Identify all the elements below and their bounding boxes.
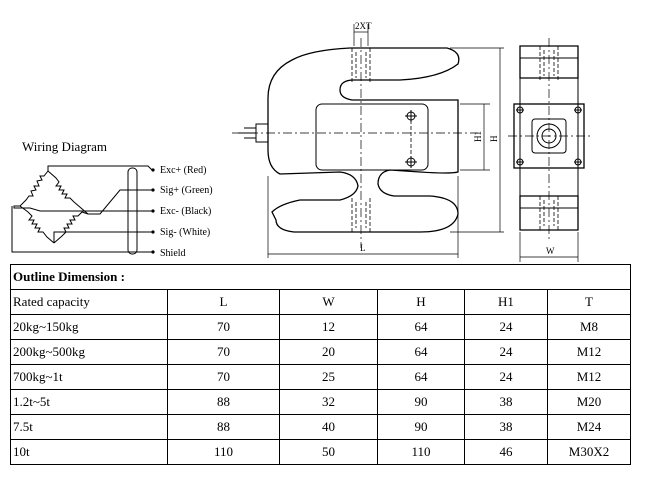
cell-w: 40: [279, 414, 378, 440]
wiring-diagram-title: Wiring Diagram: [22, 139, 107, 154]
bridge-resistor-bottom-right: [53, 211, 89, 244]
cell-l: 88: [167, 414, 280, 440]
cell-l: 70: [167, 339, 280, 365]
cell-h: 90: [377, 414, 465, 440]
cell-t: M8: [546, 314, 632, 340]
cell-l: 88: [167, 389, 280, 415]
side-view-corner-markers: [516, 106, 582, 166]
table-row: 700kg~1t 70 25 64 24 M12: [10, 364, 632, 390]
wire-exc-plus: [47, 165, 153, 171]
terminal-label-exc-plus: Exc+ (Red): [160, 165, 206, 176]
cable-bundle: [127, 167, 138, 255]
table-title: Outline Dimension :: [9, 264, 632, 290]
cell-h1: 24: [464, 314, 548, 340]
wire-sig-minus: [53, 231, 152, 243]
cell-t: M12: [546, 339, 632, 365]
header-w: W: [279, 289, 378, 315]
wire-sig-plus: [88, 189, 152, 215]
cell-h1: 46: [464, 439, 548, 465]
bridge-resistor-top-left: [19, 170, 49, 207]
cell-w: 20: [279, 339, 378, 365]
terminal-label-shield: Shield: [160, 248, 186, 259]
header-h: H: [377, 289, 465, 315]
s-body-outline: [267, 47, 460, 233]
cell-h: 64: [377, 339, 465, 365]
side-view: W: [508, 38, 592, 262]
cell-h1: 24: [464, 364, 548, 390]
cell-l: 70: [167, 314, 280, 340]
cell-h1: 38: [464, 414, 548, 440]
dim-h-label: H: [489, 135, 499, 142]
cell-w: 32: [279, 389, 378, 415]
dim-w-label: W: [546, 246, 555, 256]
table-header-row: Rated capacity L W H H1 T: [10, 289, 632, 315]
cell-capacity: 20kg~150kg: [10, 314, 168, 340]
cell-capacity: 200kg~500kg: [10, 339, 168, 365]
header-h1: H1: [464, 289, 548, 315]
bridge-resistor-top-right: [47, 170, 89, 215]
cell-t: M24: [546, 414, 632, 440]
cell-w: 12: [279, 314, 378, 340]
table-title-row: Outline Dimension :: [9, 264, 632, 290]
cell-t: M12: [546, 364, 632, 390]
cell-h1: 24: [464, 339, 548, 365]
cell-h: 110: [377, 439, 465, 465]
cell-h: 90: [377, 389, 465, 415]
header-t: T: [546, 289, 632, 315]
dim-2xt-label: 2XT: [355, 21, 372, 31]
cell-t: M20: [546, 389, 632, 415]
cell-w: 25: [279, 364, 378, 390]
cell-h: 64: [377, 364, 465, 390]
terminal-label-exc-minus: Exc- (Black): [160, 206, 211, 217]
wire-shield: [11, 206, 152, 253]
wire-exc-minus: [13, 205, 152, 212]
cell-w: 50: [279, 439, 378, 465]
table-row: 10t 110 50 110 46 M30X2: [10, 439, 632, 465]
side-view-bottom-block: [519, 195, 579, 231]
header-l: L: [167, 289, 280, 315]
s-body-center-recess: [315, 103, 429, 171]
front-view: 2XT H1 H L: [232, 21, 504, 258]
cell-capacity: 1.2t~5t: [10, 389, 168, 415]
wiring-diagram: Wiring Diagram Exc+ (Red) Sig+ (Green) E…: [11, 139, 213, 259]
cell-t: M30X2: [546, 439, 632, 465]
cell-h: 64: [377, 314, 465, 340]
header-rated-capacity: Rated capacity: [10, 289, 168, 315]
cell-capacity: 7.5t: [10, 414, 168, 440]
dim-l-label: L: [360, 243, 366, 253]
cell-h1: 38: [464, 389, 548, 415]
cell-capacity: 10t: [10, 439, 168, 465]
table-row: 200kg~500kg 70 20 64 24 M12: [10, 339, 632, 365]
terminal-markers: [151, 168, 155, 254]
table-row: 20kg~150kg 70 12 64 24 M8: [10, 314, 632, 340]
cell-l: 110: [167, 439, 280, 465]
table-row: 1.2t~5t 88 32 90 38 M20: [10, 389, 632, 415]
bridge-resistor-bottom-left: [19, 205, 55, 244]
terminal-label-sig-minus: Sig- (White): [160, 227, 210, 238]
cell-l: 70: [167, 364, 280, 390]
table-row: 7.5t 88 40 90 38 M24: [10, 414, 632, 440]
load-cell-drawing: Wiring Diagram Exc+ (Red) Sig+ (Green) E…: [11, 21, 592, 262]
dim-h1-label: H1: [473, 131, 483, 142]
cell-capacity: 700kg~1t: [10, 364, 168, 390]
outline-dimension-table: Outline Dimension : Rated capacity L W H…: [9, 264, 632, 465]
terminal-label-sig-plus: Sig+ (Green): [160, 185, 213, 196]
